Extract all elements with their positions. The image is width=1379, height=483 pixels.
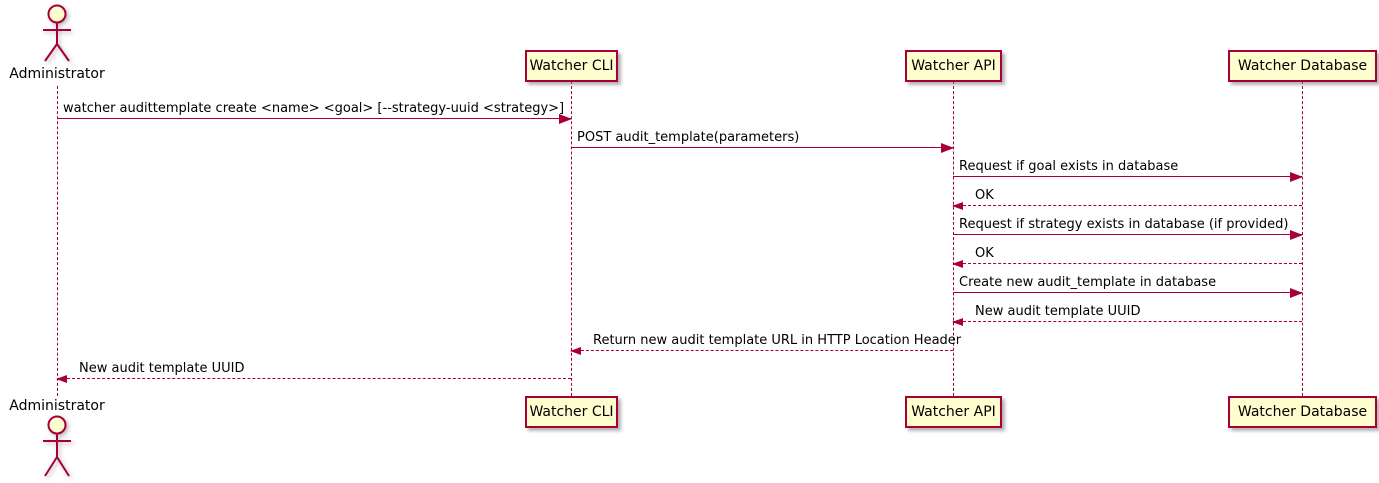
arrowhead-left <box>952 260 963 268</box>
message-label: New audit template UUID <box>975 304 1141 319</box>
participant-watcher-database-bottom: Watcher Database <box>1228 396 1377 428</box>
message-8: New audit template UUID <box>952 304 1302 326</box>
actor-label-top: Administrator <box>9 66 105 82</box>
message-4: OK <box>952 188 1302 210</box>
message-6: OK <box>952 246 1302 268</box>
message-3: Request if goal exists in database <box>953 159 1303 182</box>
message-2: POST audit_template(parameters) <box>571 130 954 153</box>
arrowhead-right <box>559 114 572 124</box>
message-label: Request if goal exists in database <box>959 159 1179 174</box>
message-label: OK <box>975 246 994 261</box>
participant-watcher-api-top: Watcher API <box>905 50 1002 82</box>
arrowhead-right <box>1290 288 1303 298</box>
participant-label: Watcher API <box>911 58 996 74</box>
message-line <box>570 347 953 355</box>
message-7: Create new audit_template in database <box>953 275 1303 298</box>
message-line <box>953 288 1303 298</box>
arrowhead-left <box>952 318 963 326</box>
message-line <box>952 202 1302 210</box>
participant-label: Watcher CLI <box>529 58 614 74</box>
message-9: Return new audit template URL in HTTP Lo… <box>570 333 962 355</box>
participant-watcher-database-top: Watcher Database <box>1228 50 1377 82</box>
arrowhead-right <box>1290 230 1303 240</box>
actor-icon <box>43 4 71 62</box>
message-line <box>56 375 571 383</box>
message-label: Create new audit_template in database <box>959 275 1217 290</box>
message-line <box>952 260 1302 268</box>
message-line <box>57 114 572 124</box>
participant-watcher-cli-bottom: Watcher CLI <box>525 396 618 428</box>
arrowhead-right <box>1290 172 1303 182</box>
participant-label: Watcher Database <box>1237 58 1368 74</box>
arrowhead-left <box>570 347 581 355</box>
participant-label: Watcher CLI <box>529 404 614 420</box>
message-label: Return new audit template URL in HTTP Lo… <box>593 333 962 348</box>
message-label: watcher audittemplate create <name> <goa… <box>63 101 565 116</box>
lifeline-administrator <box>57 86 58 396</box>
participant-label: Watcher Database <box>1237 404 1368 420</box>
actor-icon <box>43 415 71 477</box>
participant-watcher-cli-top: Watcher CLI <box>525 50 618 82</box>
message-10: New audit template UUID <box>56 361 571 383</box>
message-label: OK <box>975 188 994 203</box>
message-1: watcher audittemplate create <name> <goa… <box>57 101 572 124</box>
actor-label-bottom: Administrator <box>9 398 105 414</box>
message-line <box>952 318 1302 326</box>
arrowhead-right <box>941 143 954 153</box>
arrowhead-left <box>952 202 963 210</box>
message-label: POST audit_template(parameters) <box>577 130 800 145</box>
arrowhead-left <box>56 375 67 383</box>
message-line <box>953 172 1303 182</box>
message-line <box>571 143 954 153</box>
message-label: New audit template UUID <box>79 361 245 376</box>
participant-watcher-api-bottom: Watcher API <box>905 396 1002 428</box>
message-5: Request if strategy exists in database (… <box>953 217 1303 240</box>
lifeline-watcher-api <box>953 81 954 396</box>
message-line <box>953 230 1303 240</box>
message-label: Request if strategy exists in database (… <box>959 217 1289 232</box>
participant-label: Watcher API <box>911 404 996 420</box>
lifeline-watcher-cli <box>571 81 572 396</box>
